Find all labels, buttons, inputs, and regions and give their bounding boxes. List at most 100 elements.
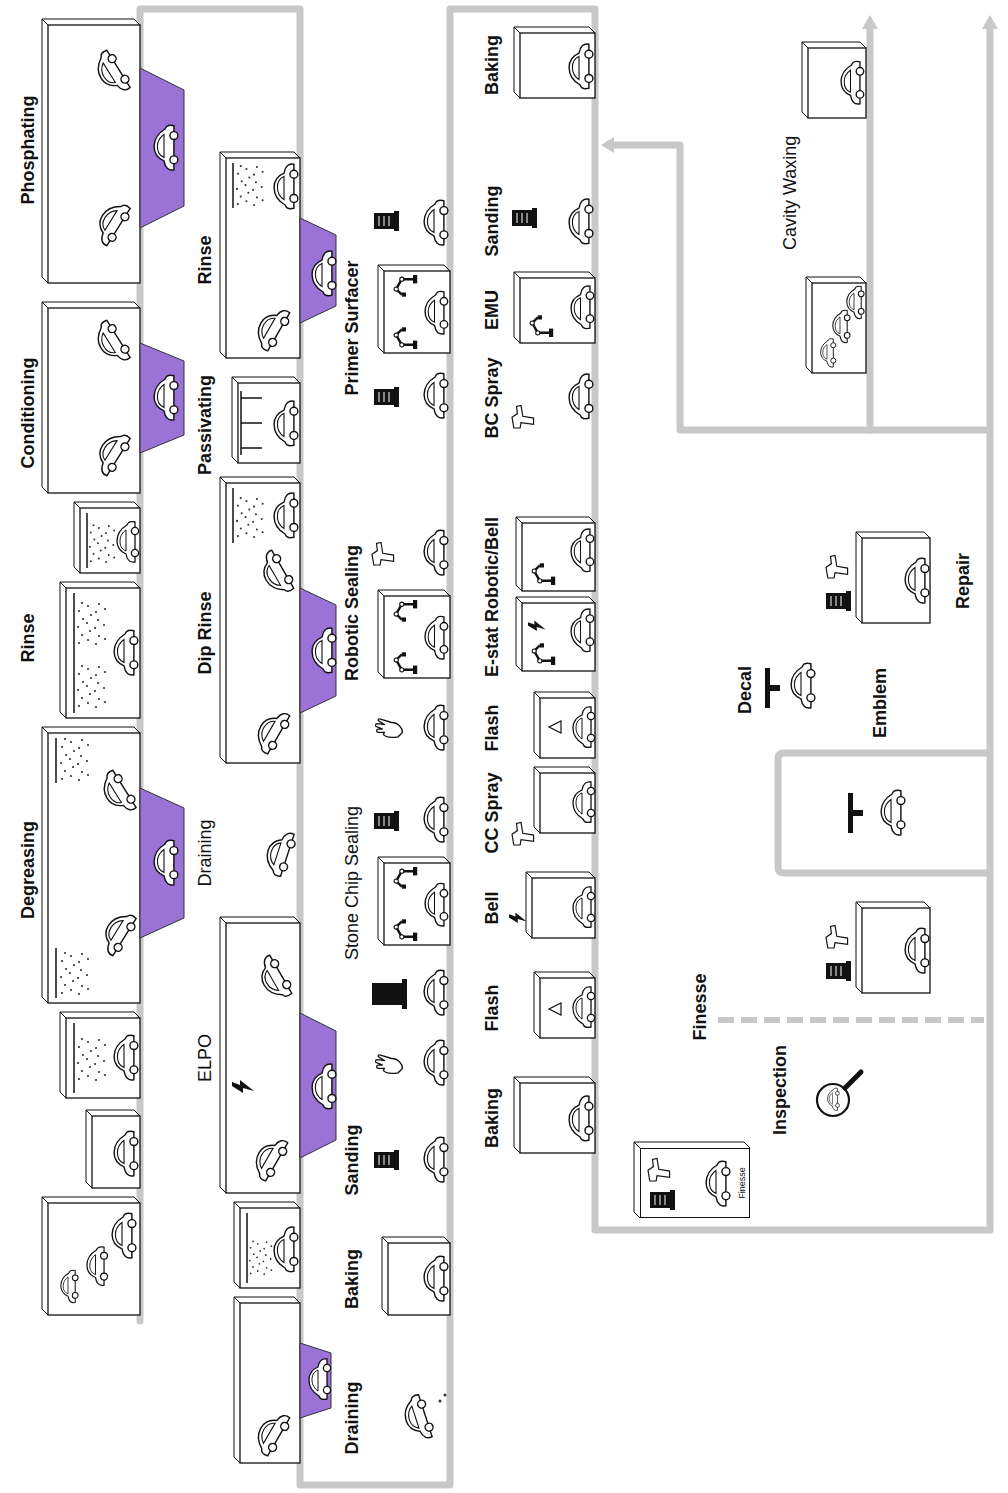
small-dip-tank <box>250 1408 293 1459</box>
inspection-magnifier <box>817 1072 861 1116</box>
station-label-text: Baking <box>482 35 502 95</box>
buffer-station <box>42 1197 140 1315</box>
draining-car <box>439 1400 442 1403</box>
station-label-text: Emblem <box>870 668 890 738</box>
rinse-tank <box>300 218 336 323</box>
degreasing-tank <box>42 727 184 1003</box>
repair-station <box>862 538 930 623</box>
degreasing-tank <box>96 768 140 818</box>
conditioning-tank <box>154 375 178 420</box>
elpo-tank <box>232 1080 254 1093</box>
repair-station <box>826 591 851 611</box>
station-label: Phosphating <box>18 96 39 205</box>
station-label: Repair <box>953 553 974 609</box>
spray-station <box>60 1012 140 1098</box>
robot-booth <box>425 291 448 334</box>
sanding-station <box>374 373 448 418</box>
buffer-station <box>48 1203 140 1315</box>
station-label-text: Degreasing <box>18 821 38 919</box>
phosphating-tank <box>42 19 184 283</box>
station-label: Finesse <box>690 973 711 1040</box>
rinse-spray-station <box>66 588 140 718</box>
manual-station <box>424 1040 448 1085</box>
conveyor-band <box>140 9 990 1485</box>
robot-booth <box>378 857 450 945</box>
station-label-text: Sanding <box>342 1125 362 1196</box>
draining-car <box>262 828 298 878</box>
sanding-station <box>424 970 448 1015</box>
station-label-text: Decal <box>735 666 755 714</box>
robot-booth <box>378 265 450 353</box>
robot-booth <box>394 600 417 622</box>
spray-station <box>240 1208 300 1288</box>
robot-booth <box>425 883 448 926</box>
flash-booth <box>534 692 595 758</box>
spray-gun-station <box>569 374 593 419</box>
finesse-station <box>856 902 930 993</box>
conditioning-tank <box>90 428 134 478</box>
conditioning-tank <box>90 318 134 368</box>
station-label-text: Rinse <box>18 613 38 662</box>
sanding-station <box>424 373 448 418</box>
baking-oven <box>520 33 595 98</box>
flash-booth <box>534 972 595 1038</box>
spray-station <box>66 1018 140 1098</box>
buffer-station <box>42 1197 140 1315</box>
finesse-station <box>862 908 930 993</box>
spray-station <box>234 1202 300 1288</box>
conditioning-tank <box>140 343 184 453</box>
robot-booth <box>378 590 450 678</box>
station-label-text: Flash <box>482 984 502 1031</box>
buffer-station <box>87 1247 108 1286</box>
inspection-magnifier <box>828 1088 840 1110</box>
dip-rinse-tank <box>274 493 298 538</box>
flash-booth <box>534 692 595 758</box>
passivating-station <box>241 447 262 449</box>
finesse-station <box>826 902 930 993</box>
station-label-text: BC Spray <box>482 357 502 438</box>
baking-oven <box>388 1243 450 1315</box>
decal-station <box>765 663 815 708</box>
robot-booth <box>532 643 555 665</box>
dip-rinse-tank <box>226 483 300 763</box>
spray-station <box>60 1012 140 1098</box>
draining-car <box>262 828 298 878</box>
station-label: Stone Chip Sealing <box>342 806 363 960</box>
station-label: Degreasing <box>18 821 39 919</box>
passivating-station <box>232 377 300 463</box>
robot-booth <box>571 286 594 329</box>
rinse-tank <box>220 152 336 358</box>
bell-booth <box>509 872 595 938</box>
rinse-tank <box>250 303 293 354</box>
repair-station <box>905 558 929 603</box>
baking-oven <box>514 27 595 98</box>
sanding-station <box>569 199 593 244</box>
dip-rinse-tank <box>254 548 297 599</box>
station-label: Robotic Sealing <box>342 545 363 681</box>
spray-booth <box>540 773 595 833</box>
draining-car <box>444 1394 447 1397</box>
flash-booth <box>549 1003 561 1015</box>
spray-gun-station <box>372 543 394 566</box>
spray-gun-station <box>424 530 448 575</box>
decal-station <box>791 663 815 708</box>
buffer-station <box>61 1270 78 1302</box>
station-label: CC Spray <box>482 772 503 853</box>
passivating-station <box>232 377 300 463</box>
robot-booth <box>522 603 595 671</box>
robot-booth <box>514 272 595 343</box>
station-label: Bell <box>482 891 503 924</box>
robot-booth <box>520 278 595 343</box>
dip-rinse-tank <box>312 628 336 673</box>
baking-oven <box>514 1077 595 1153</box>
station-label: E-stat Robotic/Bell <box>482 517 503 677</box>
conveyor-band <box>867 27 874 430</box>
draining-car <box>400 1393 447 1443</box>
robot-booth <box>571 609 594 652</box>
manual-station <box>424 705 448 750</box>
entry-station <box>92 1116 140 1188</box>
station-label: Cavity Waxing <box>780 136 801 250</box>
phosphating-tank <box>90 198 134 248</box>
station-label: Flash <box>482 984 503 1031</box>
robot-booth <box>516 517 595 671</box>
